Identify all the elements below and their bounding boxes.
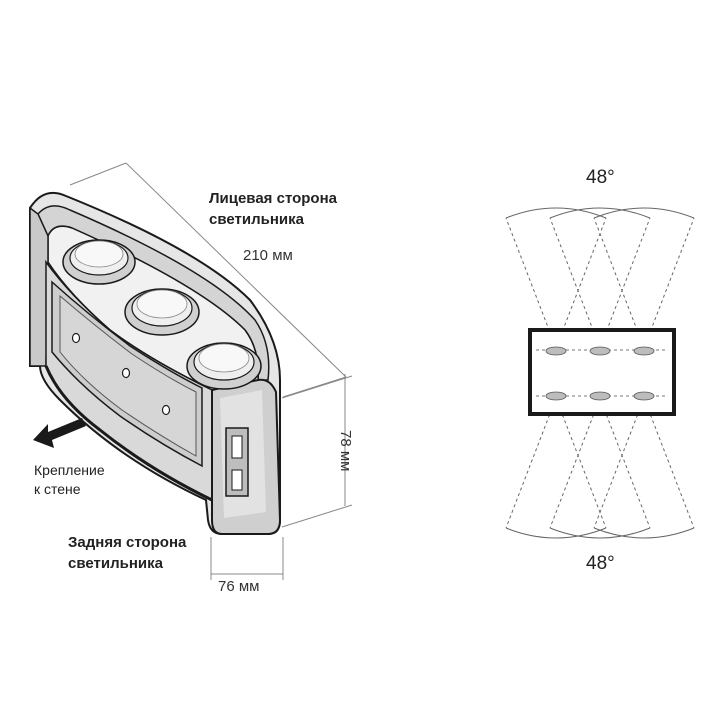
luminaire-cross-section <box>528 328 676 416</box>
led-lenses <box>62 239 262 390</box>
beam-angle-diagram <box>505 207 695 539</box>
wall-mount-label: Крепление к стене <box>34 462 105 497</box>
height-dimension-value: 78 мм <box>337 430 354 472</box>
length-dimension-value: 210 мм <box>243 247 293 264</box>
led-chips-top <box>545 346 655 356</box>
led-lens-1 <box>62 239 136 285</box>
upper-beam-cones <box>505 217 695 349</box>
led-lens-2 <box>124 288 200 336</box>
mounting-screw-holes <box>71 332 171 416</box>
length-dimension-line <box>69 162 347 398</box>
upper-beam-arcs <box>505 207 695 219</box>
lower-beam-arcs <box>505 527 695 539</box>
bottom-beam-angle: 48° <box>586 553 615 574</box>
height-dimension-line <box>281 374 353 528</box>
luminaire-3d-view <box>29 162 353 580</box>
front-side-label: Лицевая сторона светильника <box>209 190 337 228</box>
wall-mount-arrow-icon <box>33 418 86 448</box>
led-lens-3 <box>186 342 262 390</box>
housing-bottom-edge <box>44 365 213 502</box>
depth-dimension-value: 76 мм <box>218 578 260 595</box>
lower-beam-cones <box>505 397 695 529</box>
back-side-label: Задняя сторона светильника <box>68 534 187 572</box>
top-beam-angle: 48° <box>586 167 615 188</box>
led-chips-bottom <box>545 391 655 401</box>
depth-dimension-line <box>210 537 284 580</box>
